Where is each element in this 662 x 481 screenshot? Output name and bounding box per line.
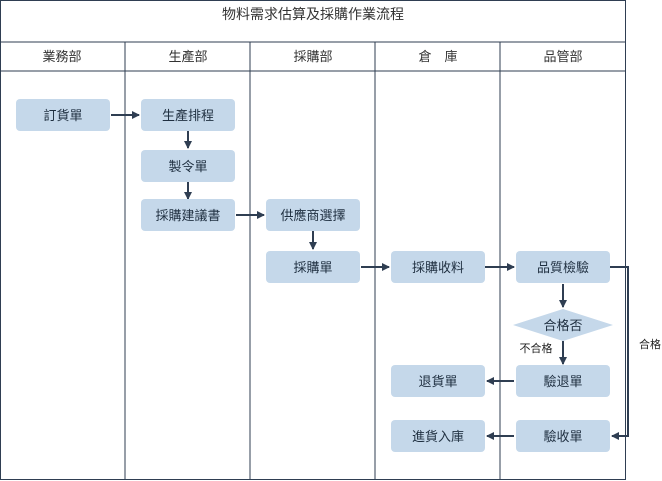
node-purchase-proposal: 採購建議書 — [141, 199, 235, 231]
node-label: 退貨單 — [418, 374, 457, 390]
node-order: 訂貨單 — [16, 99, 110, 131]
lane-header-warehouse: 倉 庫 — [418, 50, 457, 65]
node-supplier-select: 供應商選擇 — [266, 199, 360, 231]
node-label: 訂貨單 — [43, 108, 82, 124]
node-label: 採購收料 — [412, 261, 464, 276]
lane-header-production: 生產部 — [168, 49, 207, 65]
node-label: 驗收單 — [543, 430, 582, 445]
diagram-frame — [0, 0, 626, 480]
node-stock-in: 進貨入庫 — [391, 420, 485, 452]
node-purchase-order: 採購單 — [266, 251, 360, 283]
node-return-slip: 退貨單 — [391, 365, 485, 397]
lane-header-purchasing: 採購部 — [293, 50, 332, 65]
node-label: 採購建議書 — [155, 209, 220, 224]
node-label: 製令單 — [168, 160, 207, 175]
node-label: 品質檢驗 — [537, 260, 589, 276]
edge-label-fail: 不合格 — [520, 341, 553, 355]
diagram-title: 物料需求估算及採購作業流程 — [222, 7, 404, 23]
node-receiving: 採購收料 — [391, 251, 485, 283]
node-label: 採購單 — [293, 261, 332, 276]
node-schedule: 生產排程 — [141, 99, 235, 131]
node-label: 合格否 — [543, 318, 582, 334]
node-label: 進貨入庫 — [412, 429, 464, 445]
node-label: 生產排程 — [162, 108, 214, 124]
edge-inspection-to-accept — [610, 266, 629, 440]
node-inspection: 品質檢驗 — [516, 251, 610, 283]
edge-label-pass: 合格 — [639, 337, 661, 351]
node-label: 供應商選擇 — [280, 208, 345, 224]
node-pass-check: 合格否 — [513, 309, 613, 341]
node-reject-slip: 驗退單 — [516, 365, 610, 397]
node-label: 驗退單 — [543, 375, 582, 390]
lane-header-sales: 業務部 — [42, 49, 81, 65]
lane-header-qc: 品管部 — [543, 50, 582, 65]
node-accept-slip: 驗收單 — [516, 420, 610, 452]
node-work-order: 製令單 — [141, 150, 235, 182]
